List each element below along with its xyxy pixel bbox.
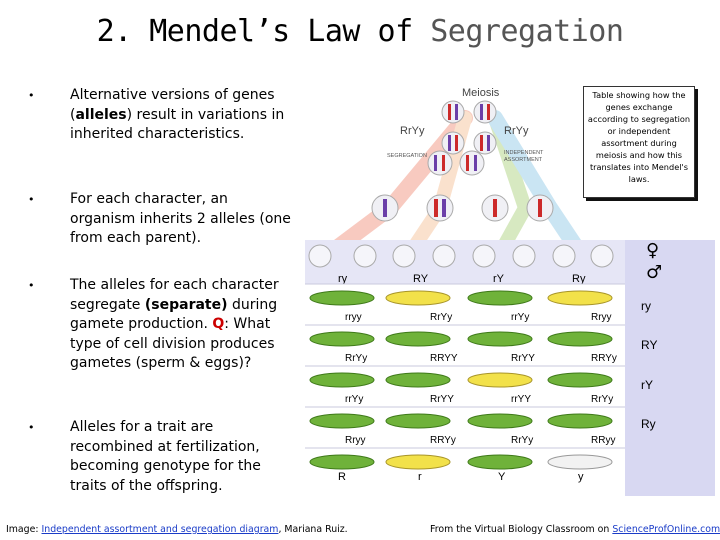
parent-cells xyxy=(441,100,497,155)
svg-text:RRyy: RRyy xyxy=(591,435,615,446)
page-title: 2. Mendel’s Law of Segregation xyxy=(96,14,624,49)
bullet-dot-icon: • xyxy=(28,89,35,102)
female-symbol-icon: ♀ xyxy=(646,240,659,261)
top-gamete-label: Ry xyxy=(572,273,586,285)
image-credit-link[interactable]: Independent assortment and segregation d… xyxy=(41,524,279,535)
segregation-diagram: Meiosis RrYy RrYy SEGREGATION INDEPENDEN… xyxy=(305,87,715,496)
bullet-dot-icon: • xyxy=(28,193,35,206)
bottom-legend-label: Y xyxy=(498,471,506,483)
meiosis-label: Meiosis xyxy=(462,87,500,99)
source-credit: From the Virtual Biology Classroom on Sc… xyxy=(430,524,720,535)
svg-text:Rryy: Rryy xyxy=(345,435,366,446)
bullet-dot-icon: • xyxy=(28,279,35,292)
independent-label-2: ASSORTMENT xyxy=(504,157,543,163)
svg-text:rryy: rryy xyxy=(345,312,362,323)
svg-text:RrYY: RrYY xyxy=(430,394,454,405)
svg-text:RRYY: RRYY xyxy=(430,353,458,364)
side-gamete-label: RY xyxy=(641,338,657,352)
side-gamete-label: Ry xyxy=(641,417,656,431)
segregation-label: SEGREGATION xyxy=(387,153,427,159)
svg-text:rrYY: rrYY xyxy=(511,394,531,405)
source-credit-link[interactable]: ScienceProfOnline.com xyxy=(612,524,720,535)
male-symbol-icon: ♂ xyxy=(646,262,662,283)
side-gamete-label: ry xyxy=(641,299,651,313)
bottom-legend-label: r xyxy=(418,471,422,483)
parent-left-genotype: RrYy xyxy=(400,125,425,137)
pea-pods xyxy=(309,290,613,470)
svg-text:RrYy: RrYy xyxy=(591,394,613,405)
svg-text:RRYy: RRYy xyxy=(591,353,617,364)
bottom-legend-label: R xyxy=(338,471,346,483)
side-gamete-label: rY xyxy=(641,378,653,392)
svg-text:RrYY: RrYY xyxy=(511,353,535,364)
svg-text:RrYy: RrYy xyxy=(430,312,452,323)
svg-text:RRYy: RRYy xyxy=(430,435,456,446)
svg-text:Rryy: Rryy xyxy=(591,312,612,323)
diagram-note: Table showing how the genes exchange acc… xyxy=(583,86,695,198)
parent-right-genotype: RrYy xyxy=(504,125,529,137)
image-credit: Image: Independent assortment and segreg… xyxy=(6,524,348,535)
top-gamete-label: ry xyxy=(338,273,348,285)
svg-text:RrYy: RrYy xyxy=(511,435,533,446)
top-gamete-label: rY xyxy=(493,273,505,285)
svg-text:rrYy: rrYy xyxy=(345,394,363,405)
gamete-cells xyxy=(308,244,614,268)
meiosis-cells xyxy=(371,150,554,222)
svg-text:rrYy: rrYy xyxy=(511,312,529,323)
punnett-grid-lines xyxy=(305,283,625,449)
independent-label-1: INDEPENDENT xyxy=(504,150,544,156)
gamete-column-panel xyxy=(625,240,715,496)
top-gamete-label: RY xyxy=(413,273,429,285)
bullet-dot-icon: • xyxy=(28,421,35,434)
svg-text:RrYy: RrYy xyxy=(345,353,367,364)
bottom-legend-label: y xyxy=(578,471,584,483)
